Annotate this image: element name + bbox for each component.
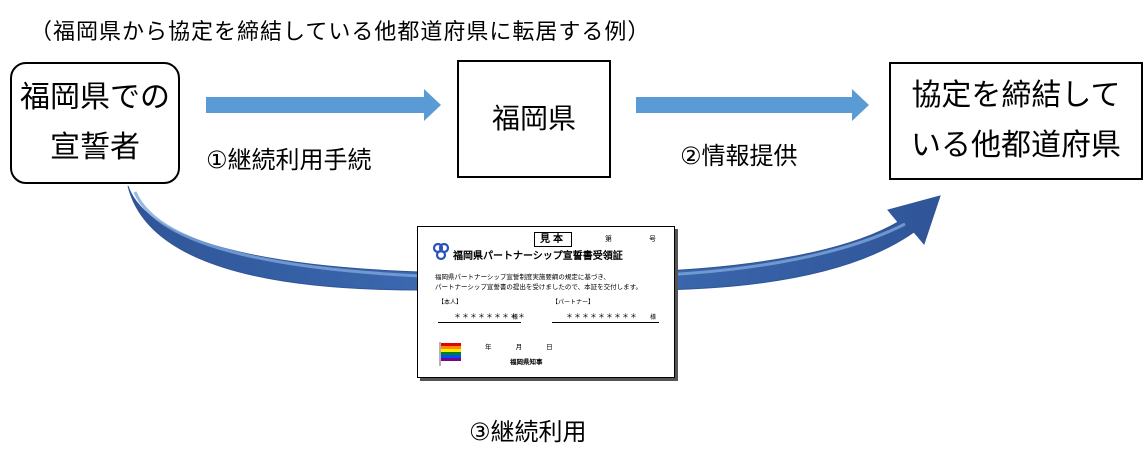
applicant-line-1: 福岡県での (20, 80, 170, 115)
self-name-mask: ＊＊＊＊＊＊＊＊＊ (454, 312, 526, 320)
label-continued-use: ③継続利用 (469, 418, 587, 446)
partner-label: 【パートナー】 (552, 299, 595, 306)
fukuoka-box: 福岡県 (457, 60, 611, 178)
partner-honorific: 様 (650, 314, 657, 321)
sample-certificate-card: 見本 第 号 福岡県パートナーシップ宣誓書受領証 福岡県パートナーシップ宣誓制度… (417, 226, 675, 378)
certificate-body-line-1: 福岡県パートナーシップ宣誓制度実施要綱の規定に基づき、 (435, 273, 610, 281)
issuer-name: 福岡県知事 (510, 358, 543, 366)
other-prefecture-line-2: いる他都道府県 (911, 128, 1121, 163)
other-prefecture-box: 協定を締結して いる他都道府県 (889, 62, 1143, 180)
sample-stamp: 見本 (534, 232, 572, 247)
fukuoka-label: 福岡県 (491, 102, 576, 135)
self-name-underline (438, 322, 521, 323)
self-honorific: 様 (512, 314, 519, 321)
certificate-number-suffix: 号 (649, 235, 656, 243)
label-information-provision: ②情報提供 (680, 142, 798, 170)
issue-date: 年 月 日 (485, 343, 553, 351)
certificate-title: 福岡県パートナーシップ宣誓書受領証 (453, 251, 623, 262)
curved-arrow-highlight (133, 191, 906, 278)
rainbow-flag-icon (439, 342, 461, 366)
prefecture-emblem-icon (432, 243, 450, 261)
applicant-line-2: 宣誓者 (50, 130, 140, 165)
curved-arrow-continued-use (127, 185, 941, 291)
other-prefecture-line-1: 協定を締結して (911, 78, 1121, 113)
arrow-continue-procedure (206, 89, 441, 121)
arrow-information-provision (636, 89, 869, 121)
certificate-body-line-2: パートナーシップ宣誓書の提出を受けましたので、本証を交付します。 (435, 283, 642, 291)
applicant-box: 福岡県での 宣誓者 (10, 62, 180, 184)
label-continue-procedure: ①継続利用手続 (206, 146, 372, 174)
partner-name-underline (552, 322, 659, 323)
diagram-title: （福岡県から協定を締結している他都道府県に転居する例） (30, 20, 651, 45)
partner-name-mask: ＊＊＊＊＊＊＊＊＊ (566, 312, 638, 320)
self-label: 【本人】 (438, 299, 463, 306)
certificate-number-label: 第 (605, 235, 612, 243)
